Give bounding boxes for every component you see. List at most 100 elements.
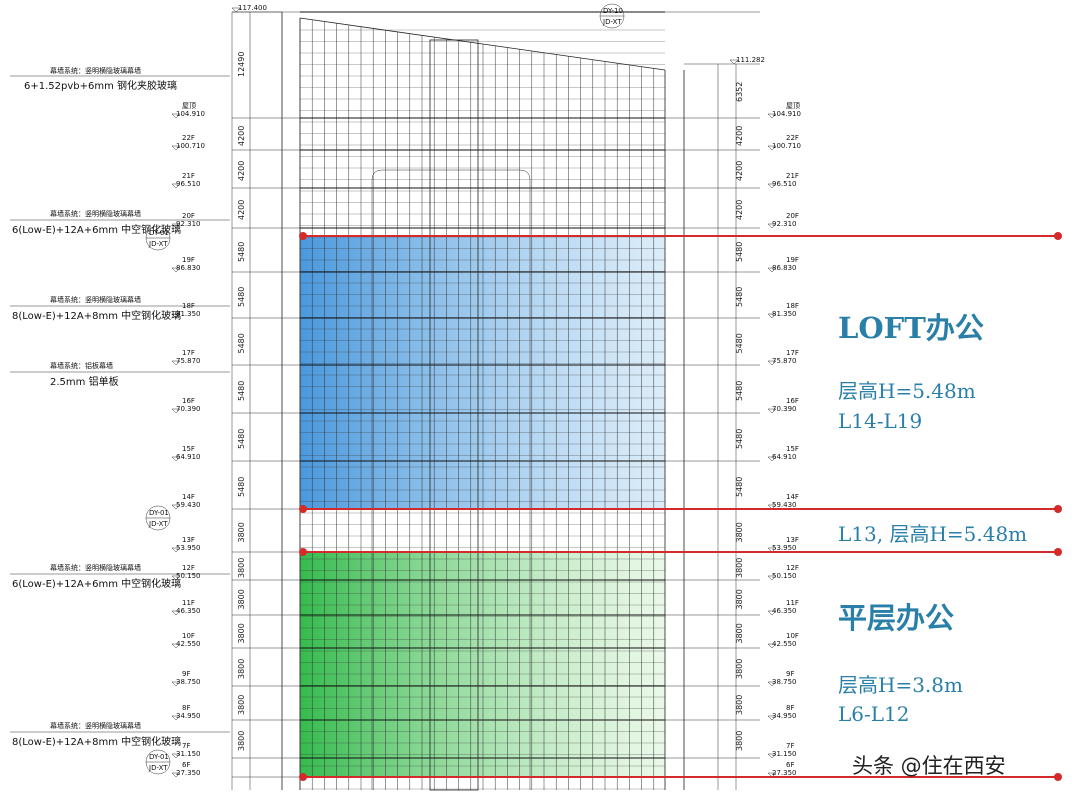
dimension-value: 5480 xyxy=(237,333,246,353)
right-elevation-marks: 111.282屋顶104.91022F100.71021F96.51020F92… xyxy=(729,56,801,778)
elevation-level-label: 22F xyxy=(786,134,799,142)
elevation-value: 31.150 xyxy=(176,750,201,758)
loft-height: 层高H=5.48m xyxy=(838,379,976,403)
elevation-level-label: 12F xyxy=(786,564,799,572)
elevation-value: 50.150 xyxy=(176,572,201,580)
marker-line-l13 xyxy=(299,548,1062,556)
elevation-marker xyxy=(171,575,181,581)
loft-zone-fill xyxy=(300,236,665,509)
dimension-value: 3800 xyxy=(237,695,246,715)
elevation-marker xyxy=(767,360,777,366)
detail-tag: DY-01 JD-XT xyxy=(145,749,171,775)
elevation-value: 92.310 xyxy=(772,220,797,228)
elevation-level-label: 18F xyxy=(786,302,799,310)
elevation-value: 59.430 xyxy=(772,501,797,509)
flat-title: 平层办公 xyxy=(838,601,954,635)
elevation-value: 34.950 xyxy=(772,712,797,720)
dimension-value: 5480 xyxy=(735,429,744,449)
elevation-level-label: 7F xyxy=(786,742,794,750)
elevation-value: 64.910 xyxy=(772,453,797,461)
elevation-value: 38.750 xyxy=(772,678,797,686)
elevation-level-label: 19F xyxy=(786,256,799,264)
dimension-value: 4200 xyxy=(237,126,246,146)
facade-grid xyxy=(299,18,665,790)
elevation-value: 100.710 xyxy=(176,142,205,150)
elevation-value: 31.150 xyxy=(772,750,797,758)
elevation-marker xyxy=(767,575,777,581)
elevation-marker xyxy=(171,753,181,759)
curtain-note-title: 幕墙系统：竖明横隐玻璃幕墙 xyxy=(50,209,141,218)
elevation-level-label: 16F xyxy=(786,397,799,405)
elevation-marker xyxy=(171,408,181,414)
elevation-level-label: 13F xyxy=(786,536,799,544)
elevation-marker xyxy=(171,504,181,510)
core-outline xyxy=(371,169,531,790)
dimension-value: 5480 xyxy=(735,381,744,401)
elevation-level-label: 19F xyxy=(182,256,195,264)
elevation-level-label: 14F xyxy=(182,493,195,501)
elevation-level-label: 15F xyxy=(182,445,195,453)
elevation-value: 70.390 xyxy=(772,405,797,413)
elevation-value: 70.390 xyxy=(176,405,201,413)
elevation-value: 100.710 xyxy=(772,142,801,150)
elevation-level-label: 屋顶 xyxy=(786,102,800,110)
elevation-marker xyxy=(171,183,181,189)
dimension-value: 5480 xyxy=(237,381,246,401)
dimension-value: 3800 xyxy=(735,659,744,679)
curtain-note-title: 幕墙系统：铝板幕墙 xyxy=(50,361,113,370)
dimension-value: 5480 xyxy=(237,477,246,497)
dimension-value: 4200 xyxy=(237,200,246,220)
elevation-value: 53.950 xyxy=(772,544,797,552)
elevation-marker xyxy=(171,145,181,151)
elevation-value: 104.910 xyxy=(772,110,801,118)
elevation-marker xyxy=(171,223,181,229)
dimension-value: 3800 xyxy=(237,522,246,542)
detail-tag: DY-10 JD-XT xyxy=(599,3,625,29)
detail-tag-bottom: JD-XT xyxy=(148,520,168,528)
elevation-level-label: 11F xyxy=(182,599,195,607)
dimension-value: 5480 xyxy=(735,242,744,262)
elevation-marker xyxy=(767,610,777,616)
elevation-marker xyxy=(767,145,777,151)
elevation-marker xyxy=(171,113,181,119)
elevation-value: 64.910 xyxy=(176,453,201,461)
elevation-value: 34.950 xyxy=(176,712,201,720)
detail-tag-top: DY-01 xyxy=(149,509,169,517)
elevation-marker xyxy=(767,547,777,553)
elevation-value: 117.400 xyxy=(238,4,267,12)
elevation-marker xyxy=(767,313,777,319)
curtain-note-2: 幕墙系统：竖明横隐玻璃幕墙 6(Low-E)+12A+6mm 中空钢化玻璃 xyxy=(10,209,230,236)
elevation-value: 46.350 xyxy=(176,607,201,615)
elevation-marker xyxy=(767,715,777,721)
elevation-level-label: 16F xyxy=(182,397,195,405)
curtain-note-3: 幕墙系统：竖明横隐玻璃幕墙 8(Low-E)+12A+8mm 中空钢化玻璃 xyxy=(10,295,230,322)
elevation-marker xyxy=(171,772,181,778)
marker-line-l14 xyxy=(299,505,1062,513)
left-elevation-marks: 117.400屋顶104.91022F100.71021F96.51020F92… xyxy=(171,4,267,778)
dimension-value: 5480 xyxy=(237,242,246,262)
elevation-level-label: 6F xyxy=(786,761,794,769)
elevation-value: 27.350 xyxy=(772,769,797,777)
curtain-note-title: 幕墙系统：竖明横隐玻璃幕墙 xyxy=(50,721,141,730)
dimension-value: 12490 xyxy=(237,52,246,77)
elevation-value: 86.830 xyxy=(176,264,201,272)
detail-tag: DY-01 JD-XT xyxy=(145,505,171,531)
curtain-note-6: 幕墙系统：竖明横隐玻璃幕墙 8(Low-E)+12A+8mm 中空钢化玻璃 xyxy=(10,721,230,748)
elevation-value: 53.950 xyxy=(176,544,201,552)
elevation-value: 38.750 xyxy=(176,678,201,686)
elevation-value: 96.510 xyxy=(176,180,201,188)
dimension-value: 5480 xyxy=(735,333,744,353)
elevation-value: 96.510 xyxy=(772,180,797,188)
elevation-level-label: 17F xyxy=(182,349,195,357)
elevation-marker xyxy=(171,610,181,616)
elevation-level-label: 20F xyxy=(182,212,195,220)
dimension-value: 5480 xyxy=(735,477,744,497)
elevation-level-label: 21F xyxy=(786,172,799,180)
elevation-marker xyxy=(767,504,777,510)
l13-note: L13, 层高H=5.48m xyxy=(838,522,1027,546)
curtain-note-4: 幕墙系统：铝板幕墙 2.5mm 铝单板 xyxy=(10,361,230,388)
flat-height: 层高H=3.8m xyxy=(838,673,963,697)
elevation-value: 42.550 xyxy=(176,640,201,648)
elevation-marker xyxy=(171,547,181,553)
dimension-value: 3800 xyxy=(735,522,744,542)
